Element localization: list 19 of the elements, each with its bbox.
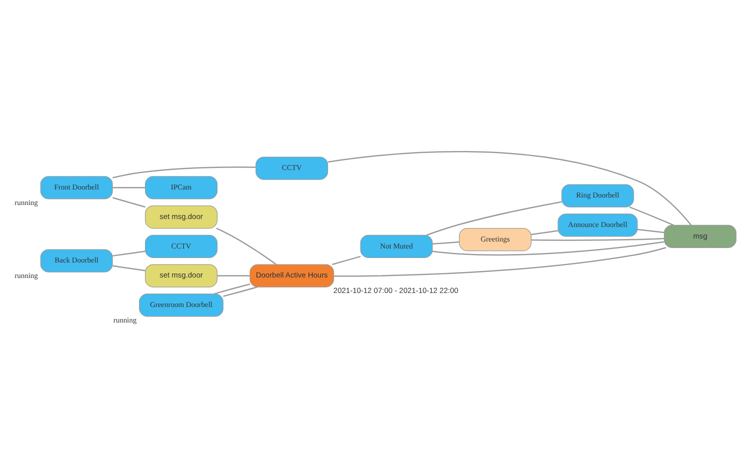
connector xyxy=(432,240,664,256)
connector xyxy=(531,237,664,240)
connector xyxy=(216,227,277,264)
connector xyxy=(426,200,562,236)
connector xyxy=(214,283,250,294)
connector xyxy=(432,240,460,244)
connector xyxy=(217,274,250,276)
connector xyxy=(112,166,256,178)
connector xyxy=(112,264,146,271)
connector xyxy=(223,286,258,296)
connector xyxy=(112,186,146,188)
connector xyxy=(334,246,666,276)
connector xyxy=(112,250,146,256)
connector xyxy=(637,228,664,233)
connector xyxy=(332,255,361,265)
connector xyxy=(629,206,674,226)
connector xyxy=(328,150,692,226)
connector xyxy=(531,230,558,235)
connector xyxy=(112,196,146,208)
